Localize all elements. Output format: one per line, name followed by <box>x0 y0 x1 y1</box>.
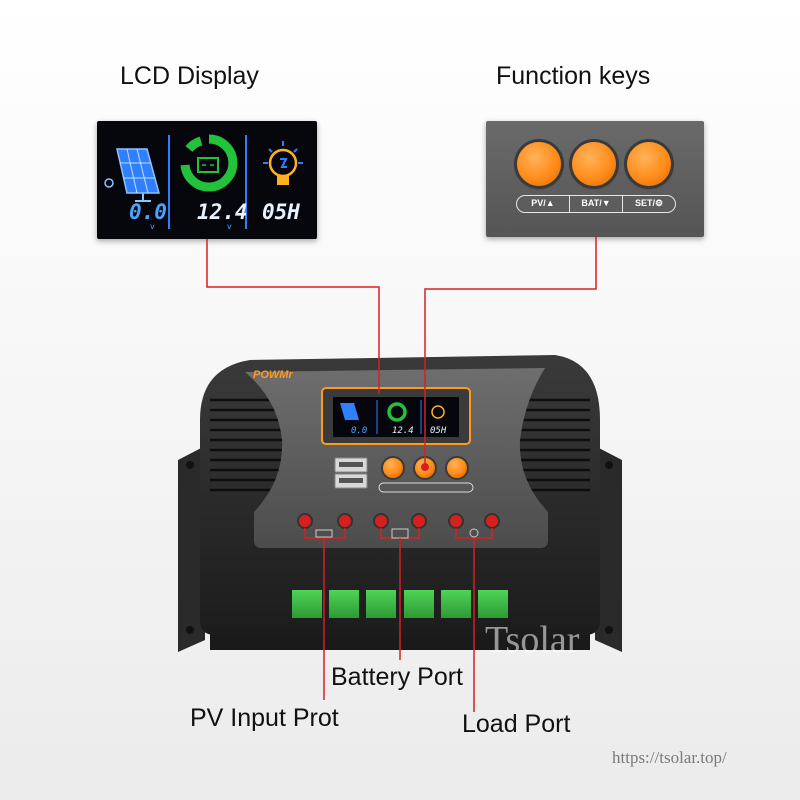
mini-pv-key <box>381 456 405 480</box>
watermark-url: https://tsolar.top/ <box>612 748 727 767</box>
battery-voltage-readout: 12.4 <box>197 200 248 224</box>
lcd-display-label: LCD Display <box>120 62 259 90</box>
mini-key-strip <box>378 482 474 493</box>
terminal-blocks <box>292 590 508 618</box>
pv-up-key <box>517 142 561 186</box>
mini-light-bulb-icon <box>431 405 445 419</box>
pv-voltage-readout: 0.0 <box>129 200 167 224</box>
lcd-zoom-graphic: 0.0 v 12.4 v 05H <box>104 134 303 231</box>
battery-icon <box>180 134 238 192</box>
usb-ports <box>334 457 368 489</box>
set-key <box>627 142 671 186</box>
key-label-strip: PV/▲ BAT/▼ SET/⚙ <box>516 195 676 213</box>
pv-port-symbol-icon <box>315 529 333 538</box>
load-timer-readout: 05H <box>262 200 300 224</box>
brand-logo: POWMr <box>253 369 293 381</box>
solar-panel-icon <box>104 148 160 202</box>
mini-set-key <box>445 456 469 480</box>
mini-solar-panel-icon <box>340 403 359 420</box>
lcd-zoom-panel: 0.0 v 12.4 v 05H <box>97 121 317 239</box>
pv-key-label: PV/▲ <box>531 198 555 208</box>
pv-input-label: PV Input Prot <box>190 704 339 732</box>
function-keys-label: Function keys <box>496 62 651 90</box>
callout-lines <box>206 237 597 712</box>
load-port-symbol-icon <box>469 528 479 538</box>
mini-load-readout: 05H <box>430 426 447 436</box>
mini-pv-readout: 0.0 <box>351 426 367 436</box>
mini-battery-icon <box>387 402 407 422</box>
mounting-flange-left <box>178 446 205 652</box>
mounting-flange-right <box>595 446 622 652</box>
callout-dot <box>421 463 429 471</box>
function-keys-zoom-panel: PV/▲ BAT/▼ SET/⚙ <box>486 121 704 237</box>
watermark-brand: Tsolar <box>485 619 580 661</box>
pv-voltage-unit: v <box>150 222 155 231</box>
mini-battery-readout: 12.4 <box>392 426 414 436</box>
load-port-label: Load Port <box>462 710 571 738</box>
light-bulb-icon <box>263 141 303 185</box>
bat-key-label: BAT/▼ <box>569 196 622 212</box>
battery-port-label: Battery Port <box>331 663 463 691</box>
bat-down-key <box>572 142 616 186</box>
battery-voltage-unit: v <box>227 222 232 231</box>
set-key-label: SET/⚙ <box>622 196 675 212</box>
